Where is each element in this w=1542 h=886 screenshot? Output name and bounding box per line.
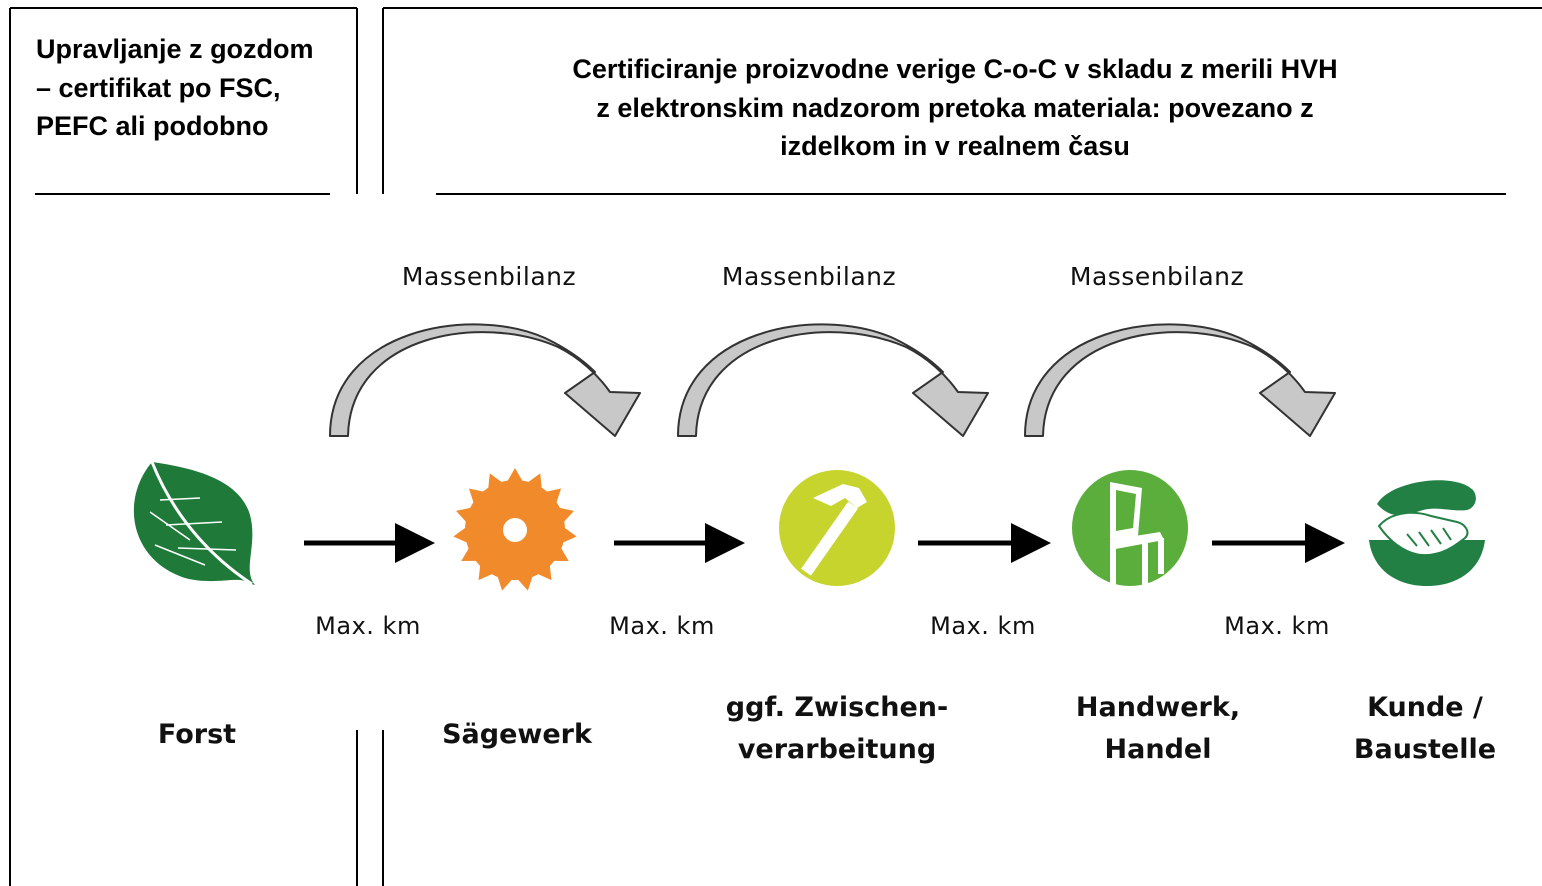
hammer-icon — [779, 470, 895, 586]
stage-label-kunde-baustelle: Kunde / Baustelle — [1295, 687, 1542, 771]
leaf-icon — [133, 461, 255, 586]
stage-label-saegewerk: Sägewerk — [442, 719, 592, 750]
stage-label-zwischenverarbeitung: ggf. Zwischen- verarbeitung — [707, 687, 967, 771]
mass-balance-label-3: Massenbilanz — [1069, 262, 1245, 291]
stage-label-line: Handwerk, — [1075, 692, 1241, 723]
mass-balance-label-2: Massenbilanz — [721, 262, 897, 291]
stage-label-forst: Forst — [157, 719, 237, 750]
stage-label-line: ggf. Zwischen- — [725, 692, 949, 723]
forest-management-title: Upravljanje z gozdom – certifikat po FSC… — [36, 34, 314, 141]
stage-label-line: Kunde / — [1367, 692, 1483, 723]
coc-title-line-3: izdelkom in v realnem času — [780, 131, 1130, 161]
distance-label-1: Max. km — [315, 612, 421, 640]
coc-title-line-2: z elektronskim nadzorom pretoka material… — [596, 92, 1314, 123]
distance-label-3: Max. km — [930, 612, 1036, 640]
coc-title-line-1: Certificiranje proizvodne verige C-o-C v… — [572, 54, 1338, 84]
chair-icon — [1072, 470, 1188, 586]
mass-balance-curved-arrow-3 — [1024, 323, 1336, 437]
mass-balance-label-1: Massenbilanz — [401, 262, 577, 291]
distance-label-2: Max. km — [609, 612, 715, 640]
saw-blade-icon — [453, 468, 577, 591]
stage-label-line: Handel — [1104, 734, 1212, 765]
stage-label-line: verarbeitung — [737, 734, 937, 765]
mass-balance-curved-arrow-2 — [677, 323, 989, 437]
handshake-icon — [1369, 480, 1485, 586]
stage-label-line: Baustelle — [1353, 734, 1497, 765]
coc-certification-title: Certificiranje proizvodne verige C-o-C v… — [520, 50, 1390, 166]
distance-label-4: Max. km — [1224, 612, 1330, 640]
mass-balance-curved-arrow-1 — [329, 323, 641, 437]
stage-label-handwerk-handel: Handwerk, Handel — [1028, 687, 1288, 771]
